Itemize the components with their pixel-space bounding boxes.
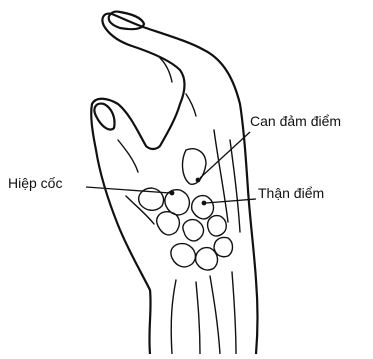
label-hiep-coc: Hiệp cốc (8, 176, 62, 190)
hand-outline (91, 14, 257, 354)
label-than-diem: Thận điểm (258, 186, 324, 200)
label-can-dam-diem: Can đảm điểm (250, 114, 341, 128)
thumb-nail (94, 104, 114, 130)
point-hiep-coc (170, 191, 175, 196)
forearm-bones (171, 272, 236, 354)
bone-shapes (139, 149, 233, 270)
point-can-dam-diem (196, 178, 201, 183)
point-than-diem (202, 201, 207, 206)
leader-can-dam-diem (200, 132, 250, 178)
thumb-crease (118, 140, 154, 224)
